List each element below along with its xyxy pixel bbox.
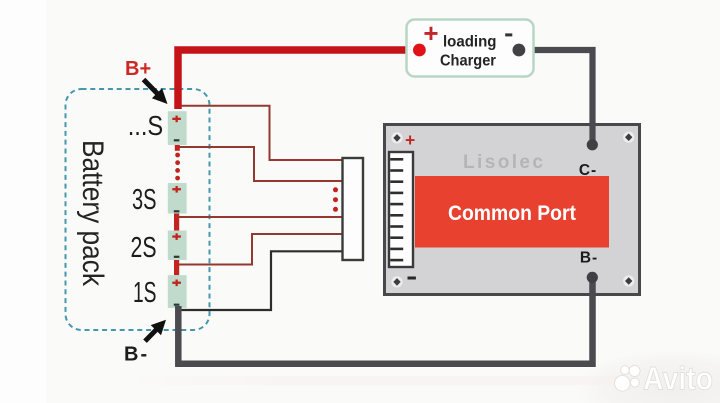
svg-text:B-: B-: [124, 344, 149, 366]
svg-text:C-: C-: [579, 162, 597, 179]
svg-text:1S: 1S: [133, 277, 157, 309]
svg-text:...S: ...S: [128, 110, 164, 141]
svg-text:Avito: Avito: [643, 361, 713, 397]
svg-text:+: +: [423, 18, 438, 48]
svg-text:Common Port: Common Port: [448, 201, 576, 225]
svg-text:B+: B+: [125, 58, 151, 80]
svg-text:3S: 3S: [132, 184, 157, 216]
svg-text:Battery pack: Battery pack: [76, 140, 109, 287]
svg-text:loading: loading: [443, 34, 497, 51]
svg-text:2S: 2S: [131, 232, 157, 264]
svg-text:+: +: [405, 130, 415, 150]
svg-text:Charger: Charger: [440, 53, 496, 70]
svg-text:B-: B-: [580, 250, 598, 267]
